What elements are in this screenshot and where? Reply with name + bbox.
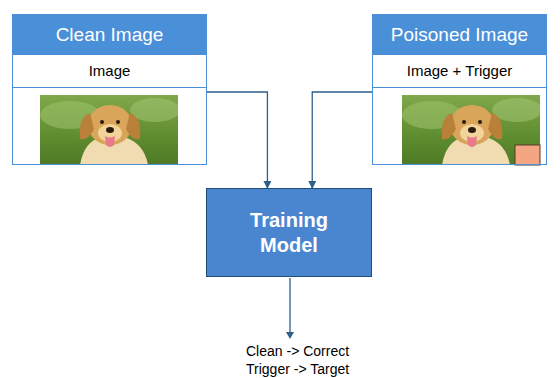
panel-subheader: Image + Trigger	[373, 55, 546, 88]
output-arrowhead	[286, 332, 294, 339]
output-note: Clean -> Correct	[246, 342, 349, 360]
output-note: Trigger -> Target	[246, 360, 349, 378]
panel-header: Clean Image	[13, 15, 206, 55]
dog-photo	[402, 95, 542, 165]
dog-photo	[40, 95, 180, 165]
process-box: Training Model	[206, 188, 372, 277]
connector-arrow	[207, 92, 267, 188]
image-panel: Clean ImageImage	[12, 14, 207, 165]
connector-arrow	[312, 92, 372, 188]
box-label: Training Model	[234, 208, 344, 258]
output-arrow	[289, 278, 290, 333]
panel-subheader: Image	[13, 55, 206, 88]
image-panel: Poisoned ImageImage + Trigger	[372, 14, 547, 165]
trigger-patch	[515, 145, 540, 165]
panel-header: Poisoned Image	[373, 15, 546, 55]
